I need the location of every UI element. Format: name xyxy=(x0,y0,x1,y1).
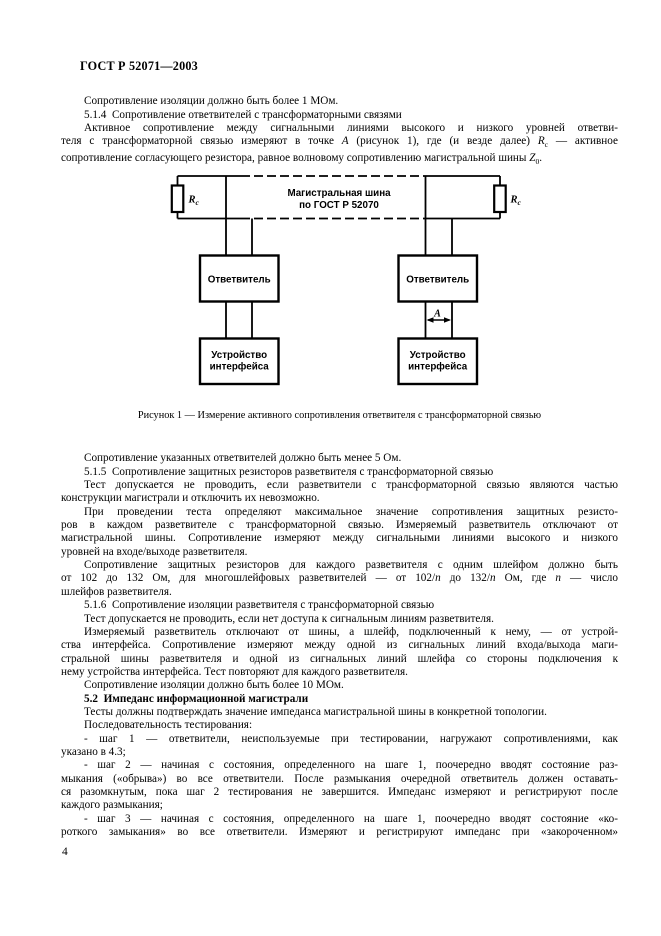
text-line: - шаг 1 — ответвители, неиспользуемые пр… xyxy=(84,732,618,745)
text-block-top: Сопротивление изоляции должно быть более… xyxy=(61,95,618,168)
bus-label-line1: Магистральная шина xyxy=(287,188,391,199)
text-line: теля с трансформаторной связью измеряют … xyxy=(61,135,618,150)
text-line: стральной шины разветвителя и одной из с… xyxy=(61,652,618,665)
text-line: - шаг 3 — начиная с состояния, определен… xyxy=(84,812,618,825)
text-line: от 102 до 132 Ом, для многошлейфовых раз… xyxy=(61,572,618,585)
figure-1-diagram: Магистральная шина по ГОСТ Р 52070 Rс Rс… xyxy=(170,175,522,386)
terminator-resistor-left xyxy=(170,184,185,214)
text-line: Тест допускается не проводить, если нет … xyxy=(84,612,494,625)
coupler-box-left xyxy=(198,254,280,303)
text-line: 5.1.4 Сопротивление ответвителей с транс… xyxy=(84,108,402,121)
measure-point-label: А xyxy=(433,309,441,320)
arrowhead-left xyxy=(426,317,434,323)
text-line: ства интерфейса. Сопротивление измеряют … xyxy=(61,639,618,652)
terminator-resistor-left-label: Rс xyxy=(188,195,200,208)
arrowhead-right xyxy=(444,317,451,323)
interface-box-right-label-line1: Устройство xyxy=(410,350,466,361)
text-block-bottom: Сопротивление указанных ответвителей дол… xyxy=(61,452,618,839)
text-line: нему устройства интерфейса. Тест повторя… xyxy=(61,665,408,678)
stub-wires xyxy=(225,176,453,339)
text-line: ся разомкнутым, пока шаг 2 тестирования … xyxy=(61,785,618,798)
text-line: При проведении теста определяют максимал… xyxy=(84,505,618,518)
text-line: Сопротивление защитных резисторов для ка… xyxy=(84,559,618,572)
text-line: роткого замыкания» во все ответвители. И… xyxy=(61,826,618,839)
text-line: мыкания («обрыва») во все ответвители. П… xyxy=(61,772,618,785)
terminator-resistor-right-label: Rс xyxy=(510,195,522,208)
text-line: шлейфов разветвителя. xyxy=(61,585,172,598)
text-line: Сопротивление изоляции должно быть более… xyxy=(84,95,339,108)
text-line: 5.1.5 Сопротивление защитных резисторов … xyxy=(84,465,494,478)
text-line: конструкции магистрали и отключить их не… xyxy=(61,492,320,505)
figure-caption: Рисунок 1 — Измерение активного сопротив… xyxy=(137,410,542,421)
coupler-box-right-label: Ответвитель xyxy=(406,275,469,286)
text-line: магистральной шины. Сопротивление измеря… xyxy=(61,532,618,545)
text-line: Последовательность тестирования: xyxy=(84,719,253,732)
interface-box-right-label-line2: интерфейса xyxy=(408,362,468,373)
page-header: ГОСТ Р 52071—2003 xyxy=(80,58,198,73)
text-line: сопротивление согласующего резистора, ра… xyxy=(61,152,543,167)
text-line: ров в каждом разветвителе с трансформато… xyxy=(61,519,618,532)
interface-box-right xyxy=(397,337,479,386)
text-line: Тест допускается не проводить, если разв… xyxy=(84,479,618,492)
page-number: 4 xyxy=(62,846,68,858)
interface-box-left xyxy=(198,337,280,386)
text-line: Активное сопротивление между сигнальными… xyxy=(84,122,618,135)
coupler-box-left-label: Ответвитель xyxy=(208,275,271,286)
text-line: - шаг 2 — начиная с состояния, определен… xyxy=(84,759,618,772)
interface-box-left-label-line1: Устройство xyxy=(211,350,267,361)
text-line: указано в 4.3; xyxy=(61,745,126,758)
text-line: Измеряемый разветвитель отключают от шин… xyxy=(84,625,618,638)
bus-label-line2: по ГОСТ Р 52070 xyxy=(299,200,379,211)
text-line: 5.1.6 Сопротивление изоляции разветвител… xyxy=(84,599,435,612)
measure-point-arrow xyxy=(426,317,451,323)
terminator-resistor-right xyxy=(493,184,507,214)
text-line: Сопротивление указанных ответвителей дол… xyxy=(84,452,402,465)
text-line: уровней на входе/выходе разветвителя. xyxy=(61,545,248,558)
text-line: Сопротивление изоляции должно быть более… xyxy=(84,679,344,692)
coupler-box-right xyxy=(397,254,479,303)
text-line: каждого размыкания; xyxy=(61,799,163,812)
text-line: 5.2 Импеданс информационной магистрали xyxy=(84,692,309,705)
text-line: Тесты должны подтверждать значение импед… xyxy=(84,705,547,718)
interface-box-left-label-line2: интерфейса xyxy=(210,362,270,373)
